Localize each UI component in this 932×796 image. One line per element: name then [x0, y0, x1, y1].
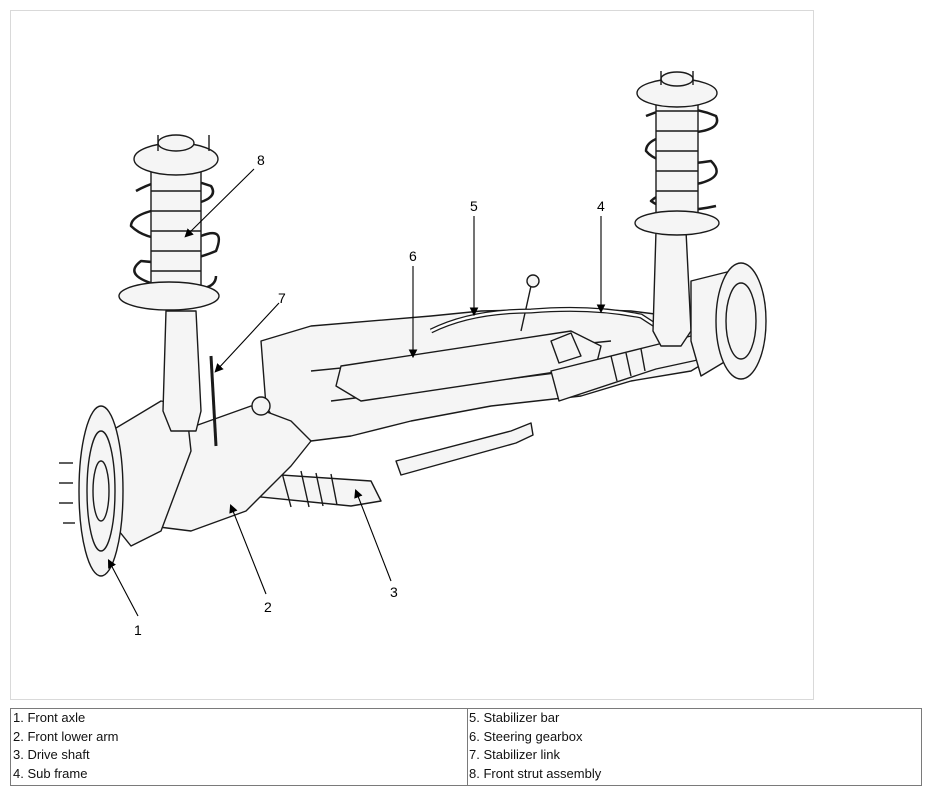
callout-7: 7	[278, 290, 286, 306]
legend-item-steering-gearbox: 6. Steering gearbox	[469, 728, 583, 744]
stabilizer-link	[209, 355, 218, 447]
right-strut-body	[652, 230, 692, 347]
callout-4: 4	[597, 198, 605, 214]
legend-item-stabilizer-bar: 5. Stabilizer bar	[469, 710, 560, 725]
brake-disc-right	[715, 262, 767, 380]
callout-2: 2	[264, 599, 272, 615]
legend-item-stabilizer-link: 7. Stabilizer link	[469, 747, 561, 762]
legend-column-right: 5. Stabilizer bar 6. Steering gearbox 7.…	[467, 709, 921, 785]
callout-1: 1	[134, 622, 142, 638]
steering-boot-right	[550, 332, 582, 364]
callout-5: 5	[470, 198, 478, 214]
suspension-illustration: 1 2 3 4 5 6 7 8	[59, 71, 767, 638]
legend-item-front-strut-assembly: 8. Front strut assembly	[469, 765, 602, 781]
parts-legend-table: 1. Front axle 2. Front lower arm 3. Driv…	[10, 708, 922, 786]
leader-3	[354, 488, 392, 582]
drive-shaft-rear	[395, 422, 534, 476]
suspension-diagram: 1 2 3 4 5 6 7 8	[10, 10, 814, 700]
leader-1	[107, 559, 139, 617]
leader-8	[184, 168, 255, 238]
legend-item-sub-frame: 4. Sub frame	[13, 765, 88, 781]
brake-disc-left	[78, 405, 124, 577]
callout-3: 3	[390, 584, 398, 600]
leader-7	[214, 302, 280, 373]
callout-8: 8	[257, 152, 265, 168]
leader-2	[229, 503, 267, 595]
left-strut-body	[162, 310, 202, 432]
callout-6: 6	[409, 248, 417, 264]
legend-item-drive-shaft: 3. Drive shaft	[13, 747, 90, 762]
legend-column-left: 1. Front axle 2. Front lower arm 3. Driv…	[11, 709, 468, 785]
legend-item-front-lower-arm: 2. Front lower arm	[13, 728, 119, 744]
legend-item-front-axle: 1. Front axle	[13, 710, 86, 725]
